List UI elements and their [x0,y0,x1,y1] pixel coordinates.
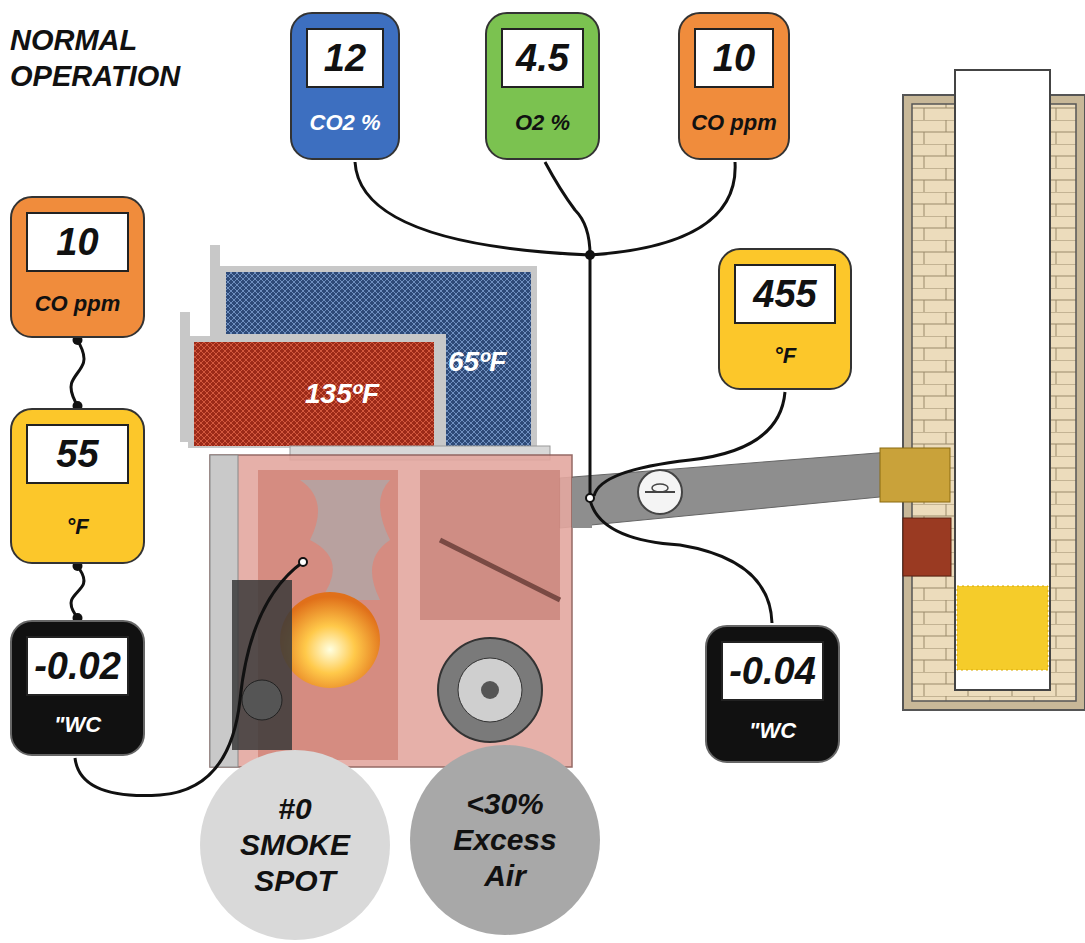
probe-tip [299,558,307,566]
reading-unit: CO ppm [684,94,784,152]
co2-meter: 12CO2 % [290,12,400,160]
reading-value: -0.04 [721,641,824,701]
flue-pipe [560,448,950,528]
reading-unit: "WC [711,707,834,755]
reading-unit: °F [16,498,139,556]
temperature-label: 65ºF [448,346,506,378]
probe-wire [71,335,84,411]
diagram-title: NORMAL OPERATION [10,22,260,95]
smoke-spot-circle: #0 SMOKE SPOT [200,750,390,940]
ductwork [180,245,550,460]
temperature-meter: 455 °F [718,248,852,390]
reading-value: 10 [26,212,129,272]
wire-path [71,566,84,618]
circle-text: <30% Excess Air [438,786,573,894]
probe-wire [71,561,84,623]
probe-lead [75,162,785,796]
reading-unit: CO ppm [16,278,139,330]
reading-value: 55 [26,424,129,484]
circle-text: #0 SMOKE SPOT [230,791,360,899]
reading-value: 4.5 [501,28,584,88]
probe-tip [586,494,594,502]
co-meter: 10 CO ppm [678,12,790,160]
wire-path [71,340,84,406]
reading-unit: °F [724,330,846,382]
chimney [903,70,1085,710]
temperature-meter: 55 °F [10,408,145,564]
reading-value: 12 [306,28,384,88]
o2-meter: 4.5 O2 % [485,12,600,160]
draft-meter: -0.04 "WC [705,625,840,763]
reading-value: -0.02 [26,636,129,696]
reading-unit: O2 % [491,94,594,152]
excess-air-circle: <30% Excess Air [410,745,600,935]
reading-value: 455 [734,264,836,324]
reading-value: 10 [694,28,774,88]
furnace-cabinet [210,455,592,767]
co-meter: 10 CO ppm [10,196,145,338]
draft-meter: -0.02 "WC [10,620,145,756]
reading-unit: CO2 % [296,94,394,152]
reading-unit: "WC [16,702,139,748]
junction-dot [585,250,595,260]
temperature-label: 135ºF [305,378,379,410]
